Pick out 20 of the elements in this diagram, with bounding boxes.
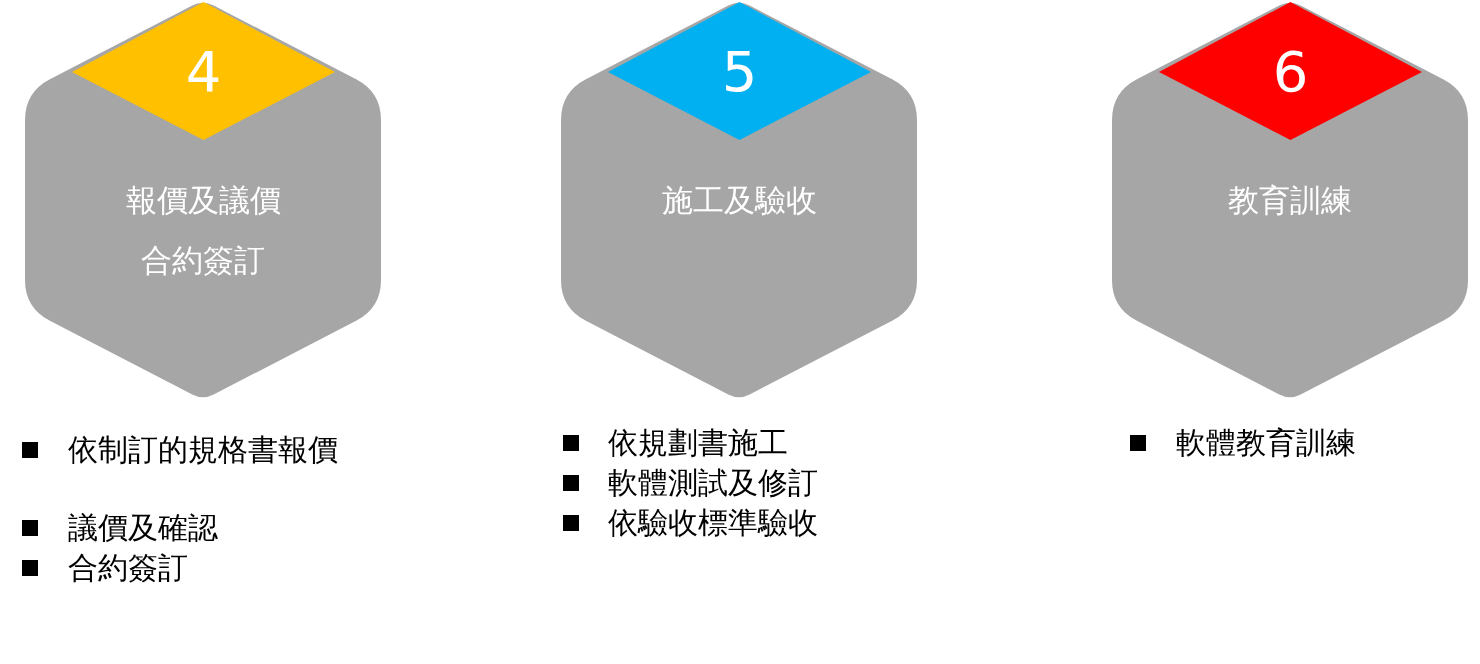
step-number: 4: [184, 42, 223, 102]
list-item-text: 依驗收標準驗收: [608, 504, 819, 542]
step-number: 5: [720, 42, 759, 102]
list-item-text: 軟體測試及修訂: [608, 464, 819, 502]
step-title: 教育訓練: [1227, 181, 1353, 220]
number-diamond: [608, 2, 871, 140]
step-number: 6: [1271, 42, 1310, 102]
number-diamond: [72, 2, 335, 140]
list-item-text: 軟體教育訓練: [1176, 424, 1357, 462]
hexagon: [561, 0, 917, 400]
list-item-text: 議價及確認: [68, 509, 219, 547]
step-title: 施工及驗收: [660, 181, 818, 220]
step-title: 合約簽訂: [140, 241, 266, 280]
hexagon: [1112, 0, 1468, 400]
hexagon: [25, 0, 381, 400]
list-item-text: 依制訂的規格書報價: [68, 431, 338, 469]
step-title: 報價及議價: [124, 181, 282, 220]
list-item-text: 依規劃書施工: [608, 424, 789, 462]
number-diamond: [1159, 2, 1422, 140]
list-item-text: 合約簽訂: [68, 549, 189, 587]
